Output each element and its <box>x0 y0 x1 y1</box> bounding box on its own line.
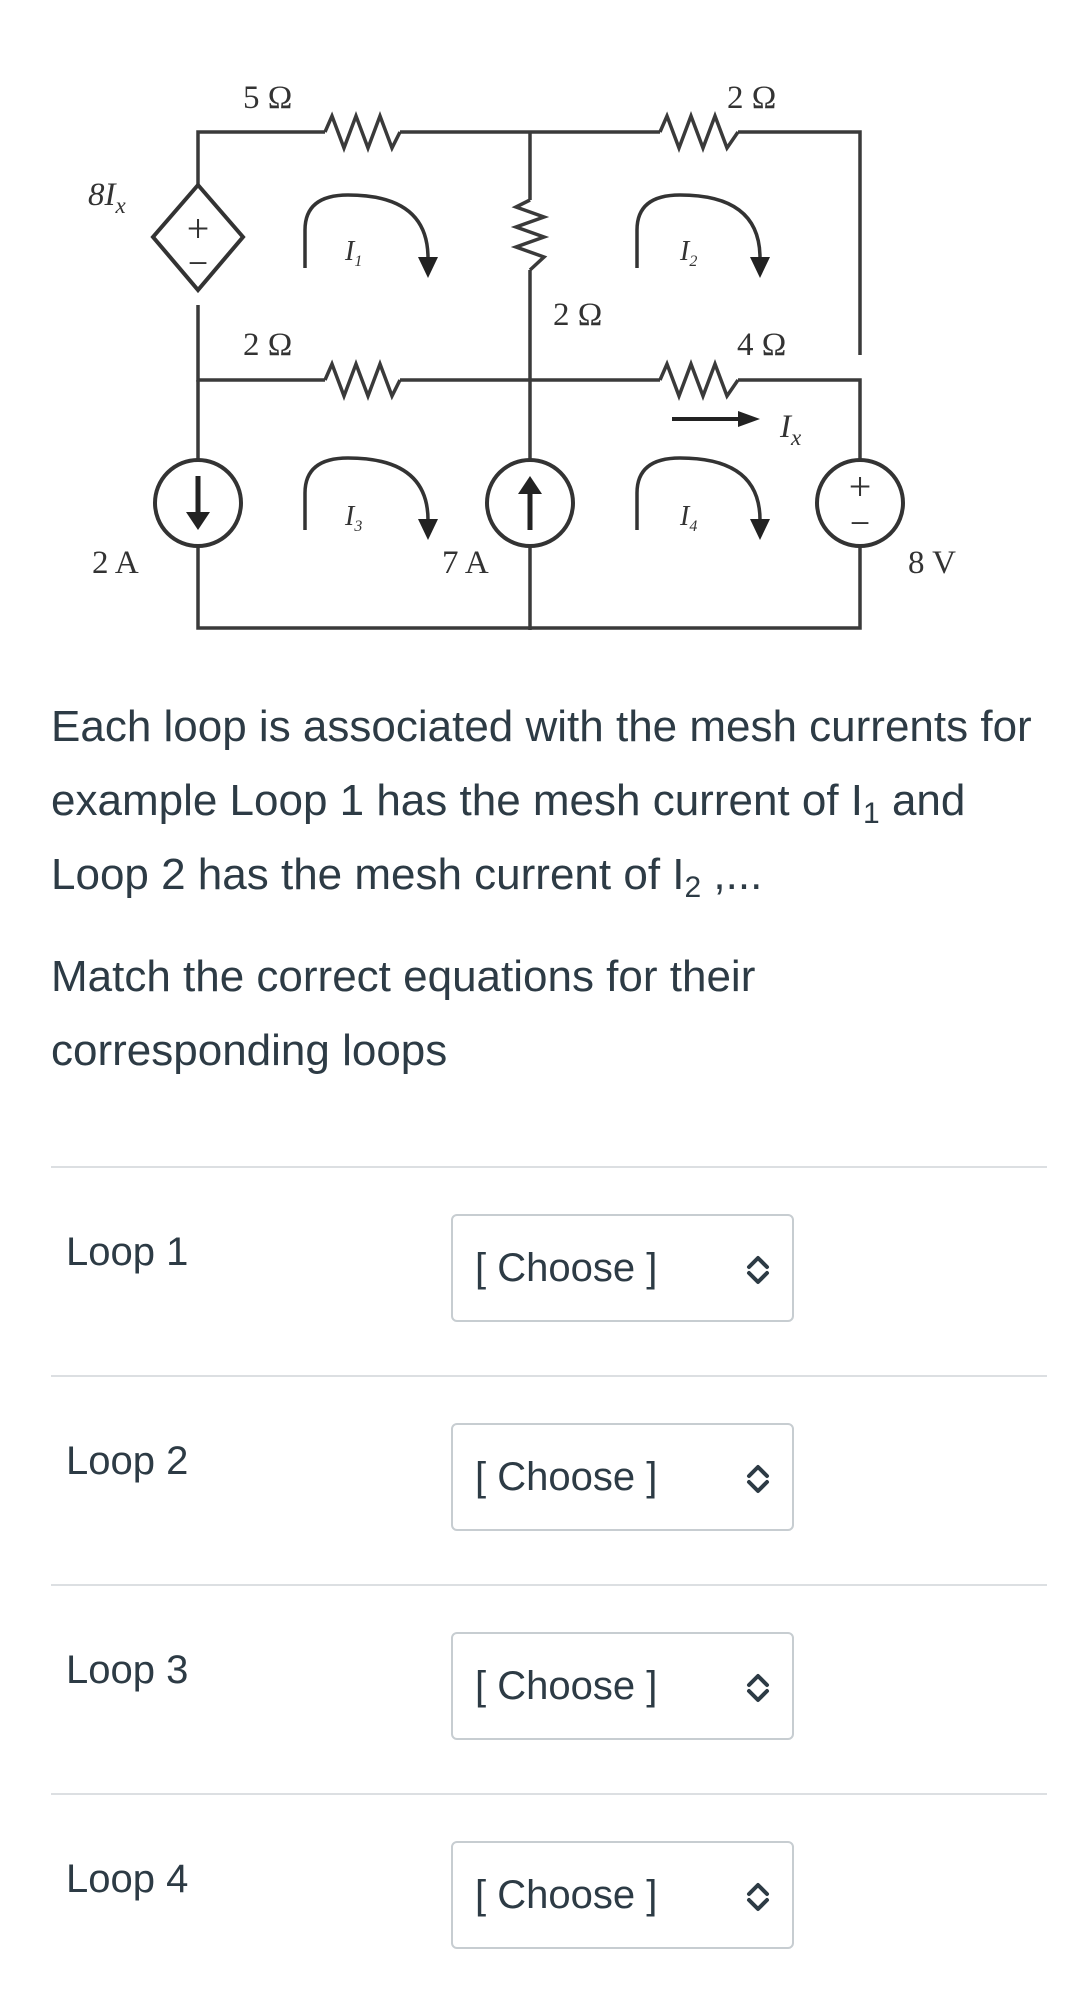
chevron-up-down-icon <box>747 1465 769 1493</box>
resistor-mid-right <box>658 359 740 401</box>
loop-2-answer-select[interactable]: [ Choose ] <box>451 1423 794 1531</box>
r-top-left-label: 5 Ω <box>243 80 292 116</box>
mesh3-label: I3 <box>344 501 362 535</box>
mesh1-label: I1 <box>344 236 362 270</box>
voltage-source-8v: + − <box>815 458 905 548</box>
loop-label: Loop 2 <box>66 1439 189 1483</box>
mesh-arc-1 <box>303 193 438 278</box>
resistor-mid-left <box>323 359 402 401</box>
mesh4-label: I4 <box>679 501 697 535</box>
match-row-loop-2: Loop 2 [ Choose ] <box>51 1375 1047 1584</box>
ix-label: Ix <box>779 409 802 450</box>
mesh2-label: I2 <box>679 236 697 270</box>
instruction-text: Match the correct equations for their co… <box>51 952 756 1075</box>
chevron-up-down-icon <box>747 1883 769 1911</box>
r-mid-left-label: 2 Ω <box>243 327 292 363</box>
select-value: [ Choose ] <box>475 1455 658 1499</box>
loop-3-answer-select[interactable]: [ Choose ] <box>451 1632 794 1740</box>
description-paragraph: Each loop is associated with the mesh cu… <box>51 702 1032 904</box>
dep-source-label: 8Ix <box>88 177 127 218</box>
match-row-loop-3: Loop 3 [ Choose ] <box>51 1584 1047 1793</box>
r-mid-right-label: 4 Ω <box>737 327 786 363</box>
dep-source-minus: − <box>188 243 208 283</box>
circuit-wires <box>196 130 862 630</box>
loop-1-answer-select[interactable]: [ Choose ] <box>451 1214 794 1322</box>
current-source-7a <box>485 458 575 548</box>
resistor-top-right <box>658 111 740 153</box>
chevron-up-down-icon <box>747 1674 769 1702</box>
loop-label: Loop 4 <box>66 1857 189 1901</box>
matching-list: Loop 1 [ Choose ] Loop 2 [ Choose ] Loop… <box>51 1166 1047 2002</box>
cs-left-label: 2 A <box>92 545 139 581</box>
vs-plus: + <box>849 464 872 509</box>
question-description: Each loop is associated with the mesh cu… <box>51 690 1041 1088</box>
select-value: [ Choose ] <box>475 1664 658 1708</box>
cs-mid-label: 7 A <box>442 545 489 581</box>
select-value: [ Choose ] <box>475 1873 658 1917</box>
chevron-up-down-icon <box>747 1256 769 1284</box>
circuit-diagram: + − 8Ix 2 A 7 A + − 8 V 5 Ω 2 Ω 2 Ω 2 Ω … <box>88 80 956 630</box>
resistor-mid-vertical <box>510 198 550 272</box>
match-row-loop-4: Loop 4 [ Choose ] <box>51 1793 1047 2002</box>
mesh-arc-4 <box>635 456 770 540</box>
r-top-right-label: 2 Ω <box>727 80 776 116</box>
resistor-top-left <box>323 111 402 153</box>
dep-source-plus: + <box>187 206 210 251</box>
mesh-arc-2 <box>635 193 770 278</box>
loop-label: Loop 1 <box>66 1230 189 1274</box>
match-row-loop-1: Loop 1 [ Choose ] <box>51 1166 1047 1375</box>
vs-minus: − <box>850 503 870 543</box>
select-value: [ Choose ] <box>475 1246 658 1290</box>
dependent-voltage-source: + − <box>150 181 246 294</box>
ix-arrow <box>672 411 760 427</box>
r-mid-vertical-label: 2 Ω <box>553 297 602 333</box>
mesh-arc-3 <box>303 456 438 540</box>
current-source-2a <box>153 458 243 548</box>
loop-label: Loop 3 <box>66 1648 189 1692</box>
vs-right-label: 8 V <box>908 545 956 581</box>
loop-4-answer-select[interactable]: [ Choose ] <box>451 1841 794 1949</box>
